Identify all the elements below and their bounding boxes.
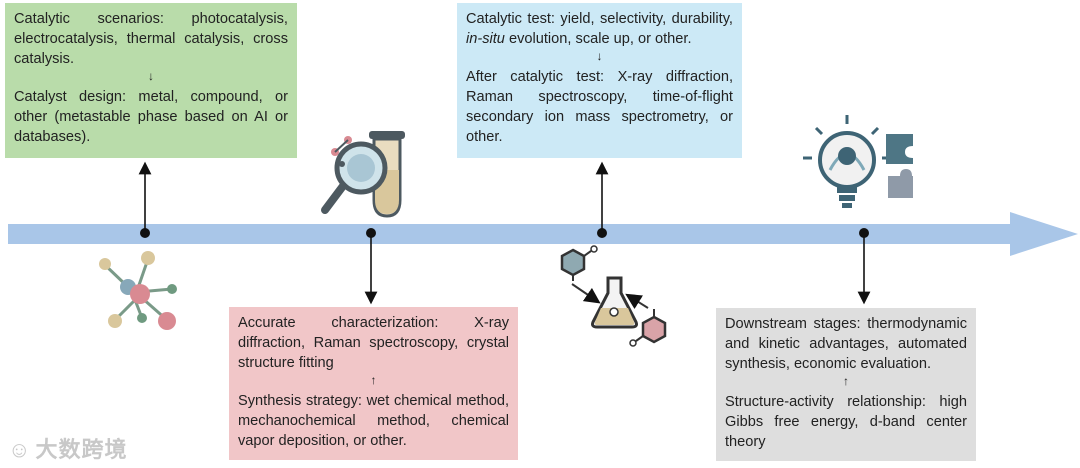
magnifier-testtube-icon — [321, 131, 405, 218]
down-arrow-icon: ↓ — [148, 69, 154, 83]
flask-reaction-icon — [560, 245, 667, 347]
characterization-box: Accurate characterization: X-ray diffrac… — [229, 307, 518, 460]
lightbulb-puzzle-icon — [803, 115, 913, 208]
in-situ-text: in-situ — [466, 31, 505, 47]
connector-2 — [364, 228, 378, 305]
up-arrow-icon: ↑ — [843, 374, 849, 388]
up-arrow-icon: ↑ — [370, 373, 377, 387]
after-catalytic-test-text: After catalytic test: X-ray diffraction,… — [466, 69, 733, 145]
watermark-text: 大数跨境 — [35, 437, 128, 462]
catalyst-design-text: Catalyst design: metal, compound, or oth… — [14, 89, 288, 145]
timeline-arrow — [8, 212, 1078, 256]
downstream-box: Downstream stages: thermodynamic and kin… — [716, 308, 976, 461]
downstream-stages-text: Downstream stages: thermodynamic and kin… — [725, 316, 967, 372]
catalytic-scenarios-text: Catalytic scenarios: photocatalysis, ele… — [14, 11, 288, 67]
connector-4 — [857, 228, 871, 305]
catalytic-test-text-part1: Catalytic test: yield, selectivity, dura… — [466, 11, 733, 27]
down-arrow-icon: ↓ — [596, 49, 603, 63]
connector-1 — [138, 161, 152, 238]
catalyst-design-box: Catalytic scenarios: photocatalysis, ele… — [5, 3, 297, 158]
connector-3 — [595, 161, 609, 238]
accurate-characterization-text: Accurate characterization: X-ray diffrac… — [238, 315, 509, 371]
synthesis-strategy-text: Synthesis strategy: wet chemical method,… — [238, 393, 509, 449]
catalytic-test-text: Catalytic test: yield, selectivity, dura… — [466, 9, 733, 49]
watermark-logo-icon: ☺ — [8, 437, 32, 462]
structure-activity-text: Structure-activity relationship: high Gi… — [725, 394, 967, 450]
watermark: ☺大数跨境 — [8, 432, 127, 464]
molecule-icon — [99, 251, 177, 330]
catalytic-test-text-part2: evolution, scale up, or other. — [504, 31, 692, 47]
catalytic-test-box: Catalytic test: yield, selectivity, dura… — [457, 3, 742, 158]
